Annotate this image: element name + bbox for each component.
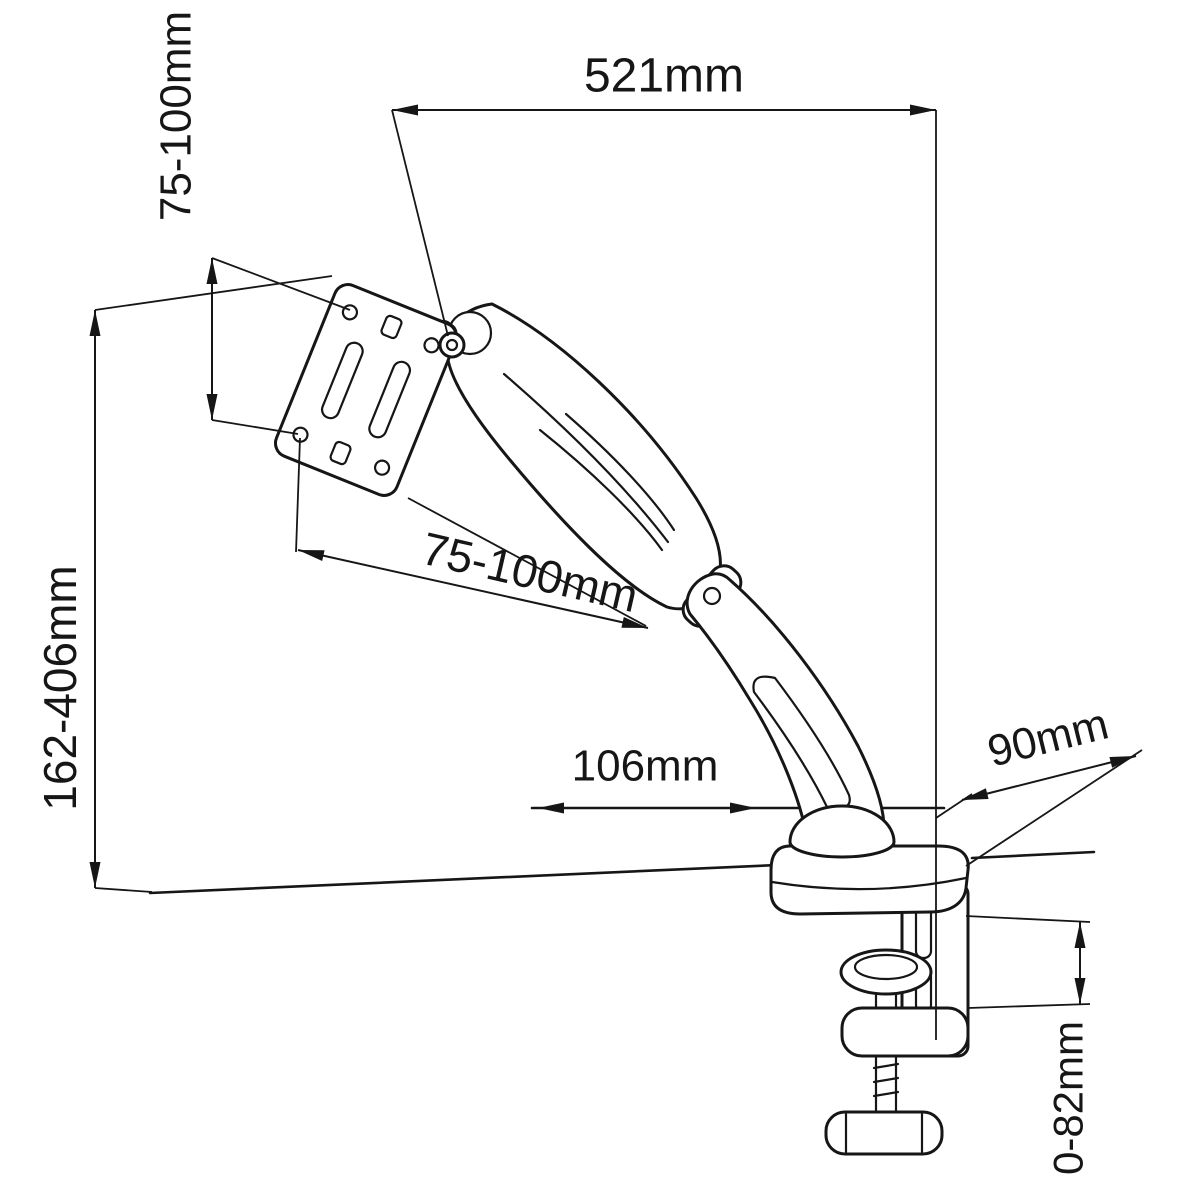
extension-line bbox=[94, 275, 333, 311]
clamp-pad-top bbox=[853, 953, 919, 981]
gas-spring-upper-arm bbox=[445, 302, 722, 611]
clamp-pad-stem bbox=[874, 991, 898, 1011]
extension-line bbox=[94, 887, 153, 893]
monitor-pivot bbox=[438, 331, 466, 359]
vesa-mounting-hole bbox=[292, 426, 309, 443]
clamp-knob-caps bbox=[844, 1112, 924, 1154]
dimension-clamp-range: 0-82mm bbox=[965, 915, 1092, 1175]
gas-spring-slot-line bbox=[538, 428, 664, 552]
upper-arm-body bbox=[445, 302, 722, 611]
dimension-vesa-vertical: 75-100mm bbox=[152, 11, 351, 435]
extension-line bbox=[391, 109, 449, 337]
base-plate-edge bbox=[770, 876, 968, 891]
base-dome-rim bbox=[788, 840, 896, 859]
vesa-plate-body bbox=[273, 283, 459, 497]
extension-line bbox=[967, 1003, 1091, 1009]
extension-line bbox=[295, 437, 301, 553]
vesa-mounting-hole bbox=[373, 459, 391, 476]
vesa-notch bbox=[380, 314, 403, 340]
mounting-base bbox=[769, 844, 970, 916]
dimension-reach-521: 521mm bbox=[391, 50, 937, 1040]
dimension-line bbox=[297, 549, 649, 629]
upper-arm-ridge-line bbox=[502, 372, 670, 544]
extension-line bbox=[965, 915, 1091, 923]
desk-front-edge-right bbox=[970, 850, 1096, 860]
vesa-plate bbox=[273, 283, 459, 497]
extension-line bbox=[211, 419, 299, 435]
dimension-label-reach: 521mm bbox=[584, 50, 744, 103]
pivot-pin-inner bbox=[445, 338, 459, 352]
elbow-pivot bbox=[702, 586, 722, 606]
dimension-height-range: 162-406mm bbox=[34, 275, 333, 893]
extension-line bbox=[935, 793, 973, 819]
dimension-label-height-range: 162-406mm bbox=[34, 565, 86, 810]
gas-spring-slot-line bbox=[564, 412, 676, 532]
clamp-screw-threads bbox=[872, 1062, 900, 1098]
dimension-label-clamp-range: 0-82mm bbox=[1045, 1021, 1092, 1175]
dimension-label-vesa-vertical: 75-100mm bbox=[152, 11, 201, 221]
clamp-knob-handle bbox=[824, 1110, 944, 1156]
desk-clamp bbox=[824, 882, 970, 1156]
vesa-slot bbox=[320, 341, 364, 420]
desk-front-edge bbox=[148, 862, 802, 895]
base-dome bbox=[788, 804, 896, 859]
vesa-notch bbox=[329, 440, 352, 466]
dimension-depth-offset: 106mm bbox=[538, 742, 756, 814]
vesa-mounting-hole bbox=[423, 337, 440, 354]
dimension-label-base-width: 90mm bbox=[983, 699, 1113, 776]
clamp-screw-shaft bbox=[874, 1054, 898, 1116]
base-plate bbox=[769, 844, 970, 916]
clamp-bottom-arm bbox=[840, 1006, 970, 1058]
dimension-label-depth-offset: 106mm bbox=[572, 742, 719, 791]
dimension-base-width: 90mm bbox=[935, 699, 1143, 867]
dimension-line bbox=[961, 755, 1137, 801]
vesa-slot bbox=[368, 360, 412, 439]
